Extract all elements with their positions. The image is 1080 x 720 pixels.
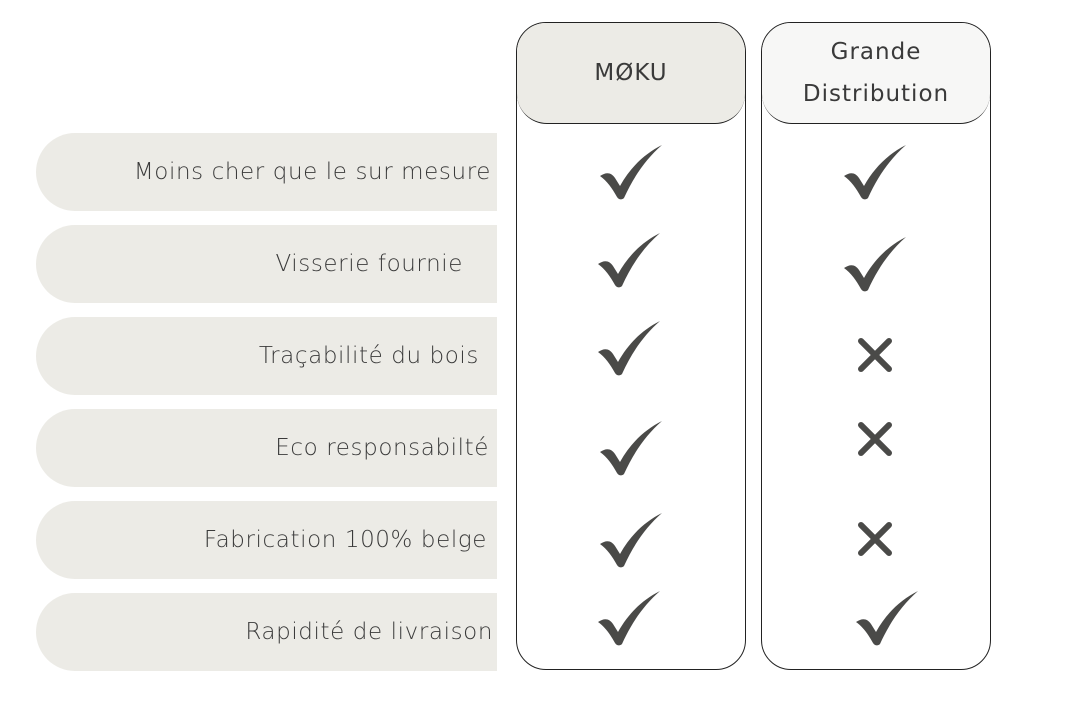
cell-moku-row-2 [594, 230, 664, 290]
cell-grande-row-6 [852, 588, 922, 648]
cell-moku-row-3 [594, 318, 664, 378]
cell-moku-row-4 [596, 418, 666, 478]
row-label-text: Moins cher que le sur mesure [133, 159, 491, 185]
column-grande-distribution: Grande Distribution [761, 22, 991, 670]
cell-moku-row-1 [596, 142, 666, 202]
column-header-moku: MØKU [517, 23, 745, 124]
cell-grande-row-5 [840, 510, 910, 570]
check-icon [600, 421, 662, 476]
cell-moku-row-6 [594, 588, 664, 648]
cross-icon [858, 422, 892, 456]
column-header-grande-distribution: Grande Distribution [762, 23, 990, 124]
check-icon [598, 321, 660, 376]
row-label-hardware: Visserie fournie [36, 225, 497, 303]
row-label-text: Fabrication 100% belge [203, 527, 487, 553]
check-icon [598, 233, 660, 288]
cell-grande-row-3 [840, 326, 910, 386]
check-icon [600, 145, 662, 200]
check-icon [600, 513, 662, 568]
row-label-text: Traçabilité du bois [258, 343, 479, 369]
cell-grande-row-1 [840, 142, 910, 202]
column-moku: MØKU [516, 22, 746, 670]
cell-grande-row-2 [840, 234, 910, 294]
check-icon [856, 591, 918, 646]
cross-icon [858, 338, 892, 372]
cell-moku-row-5 [596, 510, 666, 570]
row-label-eco: Eco responsabilté [36, 409, 497, 487]
check-icon [844, 145, 906, 200]
row-label-text: Eco responsabilté [275, 435, 489, 461]
column-title-line-1: Grande [830, 39, 922, 65]
check-icon [598, 591, 660, 646]
column-title: MØKU [594, 60, 668, 86]
row-label-delivery: Rapidité de livraison [36, 593, 497, 671]
column-title-line-2: Distribution [802, 81, 950, 107]
cross-icon [858, 522, 892, 556]
cell-grande-row-4 [840, 410, 910, 470]
row-label-text: Rapidité de livraison [245, 619, 493, 645]
check-icon [844, 237, 906, 292]
row-label-text: Visserie fournie [275, 251, 463, 277]
row-label-traceability: Traçabilité du bois [36, 317, 497, 395]
row-label-belgian: Fabrication 100% belge [36, 501, 497, 579]
row-label-cheaper: Moins cher que le sur mesure [36, 133, 497, 211]
